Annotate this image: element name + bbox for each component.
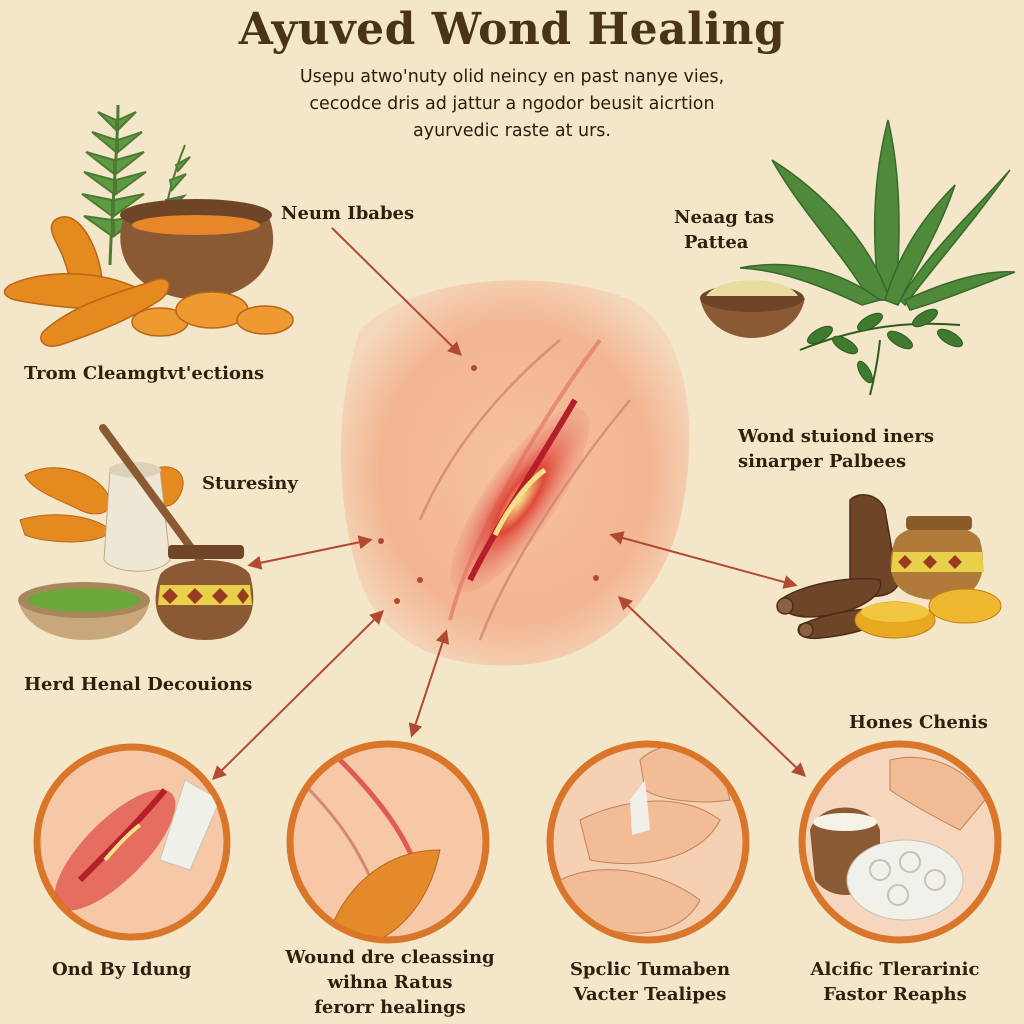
label-wound: Wound dre cleassing wihna Ratus ferorr h… [285, 947, 495, 1018]
tablets-icon [854, 588, 1002, 639]
intro-line: cecodce dris ad jattur a ngodor beusit a… [309, 94, 715, 114]
green-paste-bowl-icon [18, 582, 150, 640]
turmeric-root-icon [3, 216, 294, 347]
label-sturesiny: Sturesiny [202, 473, 298, 494]
label-neum: Neum Ibabes [281, 203, 415, 224]
mortar-pestle-icon [19, 424, 204, 572]
herbal-powder-bowl-icon [700, 280, 805, 338]
circle-scene-2 [286, 740, 490, 944]
label-ond: Ond By Idung [52, 959, 192, 980]
central-wound-illustration [341, 280, 690, 666]
connector-arrows [212, 227, 807, 780]
aloe-vera-icon [739, 119, 1016, 311]
label-alcific: Alcific Tlerarinic Fastor Reaphs [810, 959, 980, 1005]
neem-leaf-icon [799, 308, 963, 396]
intro-line: ayurvedic raste at urs. [413, 121, 611, 141]
label-wond: Wond stuiond iners sinarper Palbees [738, 426, 935, 472]
label-hones: Hones Chenis [849, 712, 988, 733]
label-herd: Herd Henal Decouions [24, 674, 253, 695]
intro-text: Usepu atwo'nuty olid neincy en past nany… [212, 64, 812, 145]
circle-scene-3 [546, 740, 750, 944]
roots-bundle-icon [776, 494, 899, 640]
circle-scene-1 [33, 743, 231, 941]
intro-line: Usepu atwo'nuty olid neincy en past nany… [299, 67, 725, 87]
ointment-pot-icon [890, 516, 984, 600]
label-spclic: Spclic Tumaben Vacter Tealipes [569, 959, 731, 1005]
label-neaag: Neaag tas Pattea [674, 207, 775, 253]
circle-scene-4 [798, 740, 1002, 944]
page-title: Ayuved Wond Healing [238, 4, 786, 55]
clay-pot-icon [155, 545, 254, 640]
label-trom: Trom Cleamgtvt'ections [24, 363, 265, 384]
